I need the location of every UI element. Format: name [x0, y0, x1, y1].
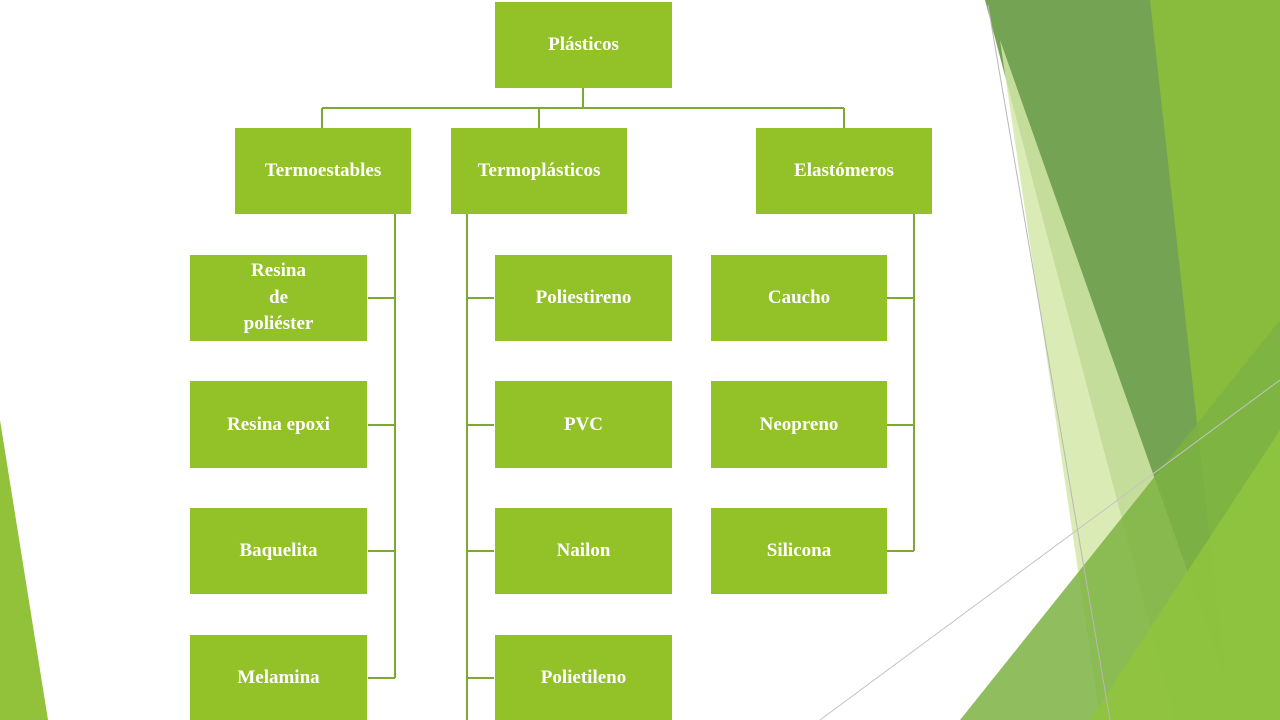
item-node: PVC	[495, 381, 672, 468]
item-node: Resina de poliéster	[190, 255, 367, 341]
item-label: Polietileno	[540, 666, 627, 688]
left-accent-shape	[0, 420, 48, 720]
item-label: Neopreno	[759, 413, 839, 435]
item-node: Nailon	[495, 508, 672, 594]
category-node-termoestables: Termoestables	[235, 128, 411, 214]
item-node: Neopreno	[711, 381, 887, 468]
item-node: Silicona	[711, 508, 887, 594]
item-node: Baquelita	[190, 508, 367, 594]
item-node: Resina epoxi	[190, 381, 367, 468]
item-label: Resina de poliéster	[243, 260, 314, 335]
category-label: Termoplásticos	[477, 160, 601, 182]
item-node: Melamina	[190, 635, 367, 720]
item-node: Poliestireno	[495, 255, 672, 341]
decor-line-2	[819, 379, 1280, 720]
item-label: PVC	[563, 413, 604, 435]
item-label: Poliestireno	[535, 287, 632, 309]
item-node: Caucho	[711, 255, 887, 341]
item-label: Melamina	[237, 666, 320, 688]
item-label: Caucho	[767, 287, 831, 309]
item-label: Baquelita	[239, 540, 318, 562]
item-node: Polietileno	[495, 635, 672, 720]
category-label: Termoestables	[264, 160, 382, 182]
item-label: Silicona	[766, 540, 832, 562]
item-label: Nailon	[556, 540, 611, 562]
category-node-elastomeros: Elastómeros	[756, 128, 932, 214]
decor-line-1	[987, 4, 1111, 720]
category-node-termoplasticos: Termoplásticos	[451, 128, 627, 214]
category-label: Elastómeros	[794, 160, 894, 182]
root-label: Plásticos	[548, 34, 619, 56]
item-label: Resina epoxi	[227, 413, 330, 435]
bottom-right-light-shape	[1090, 430, 1280, 720]
root-node: Plásticos	[495, 2, 672, 88]
